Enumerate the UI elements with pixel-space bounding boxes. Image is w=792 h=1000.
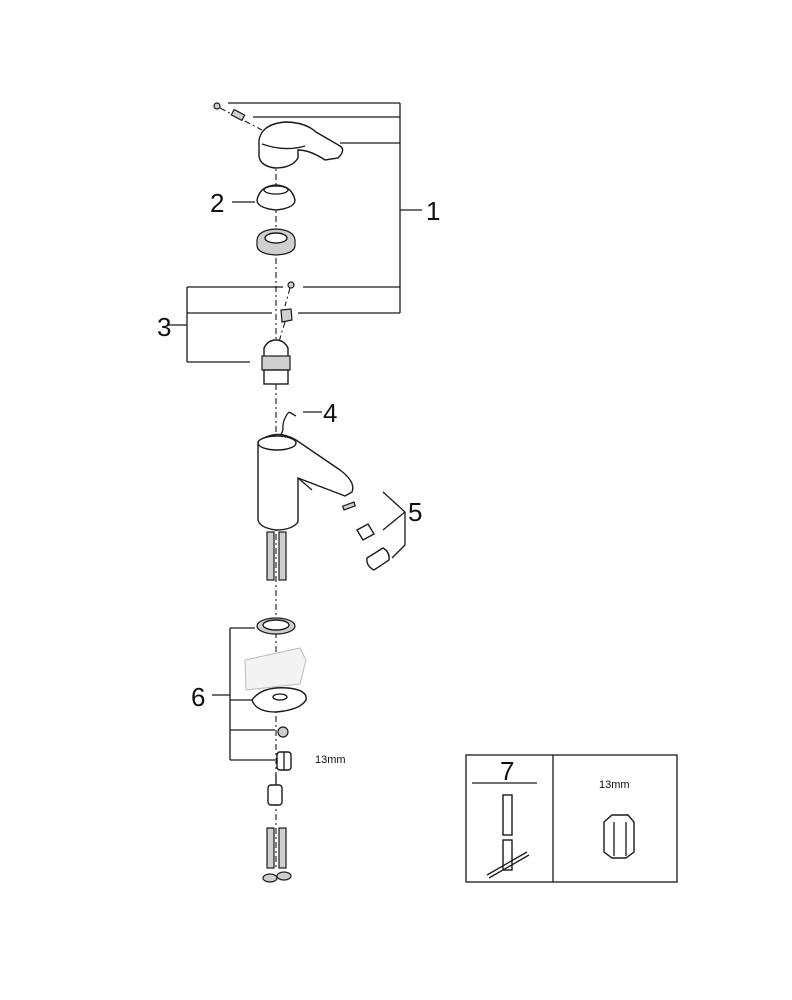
hex-socket-tool <box>603 814 635 859</box>
cartridge <box>261 339 291 385</box>
callout-2: 2 <box>210 188 224 218</box>
cartridge-screw <box>284 281 295 307</box>
handle-set-screw <box>213 102 263 131</box>
socket-size-label: 13mm <box>599 779 630 791</box>
flex-hoses-lower <box>262 827 292 883</box>
hex-key-tool <box>486 794 530 879</box>
callout-6-bracket <box>212 627 275 761</box>
o-ring-seal <box>256 617 296 635</box>
cartridge-adapter <box>277 308 293 346</box>
cartridge-nut <box>256 228 296 256</box>
callout-5: 5 <box>408 497 422 527</box>
lever-handle <box>258 121 344 169</box>
cover-cap <box>256 184 296 211</box>
nut-size-label: 13mm <box>315 754 346 766</box>
faucet-body <box>257 433 354 531</box>
callout-1: 1 <box>426 196 440 226</box>
fixing-nut <box>276 751 292 771</box>
flex-hoses-upper <box>266 531 287 581</box>
aerator-set <box>341 501 390 571</box>
callout-6: 6 <box>191 682 205 712</box>
countertop-ghost <box>244 647 307 691</box>
stud-adapter <box>267 784 283 806</box>
washer <box>277 726 289 738</box>
tool-number-7: 7 <box>500 756 514 786</box>
callout-5-bracket <box>382 491 406 559</box>
fixing-plate <box>251 687 307 713</box>
callout-3-bracket <box>168 286 283 363</box>
callout-1-bracket <box>228 102 422 314</box>
callout-3: 3 <box>157 312 171 342</box>
tool-box <box>465 754 678 883</box>
callout-4: 4 <box>323 398 337 428</box>
